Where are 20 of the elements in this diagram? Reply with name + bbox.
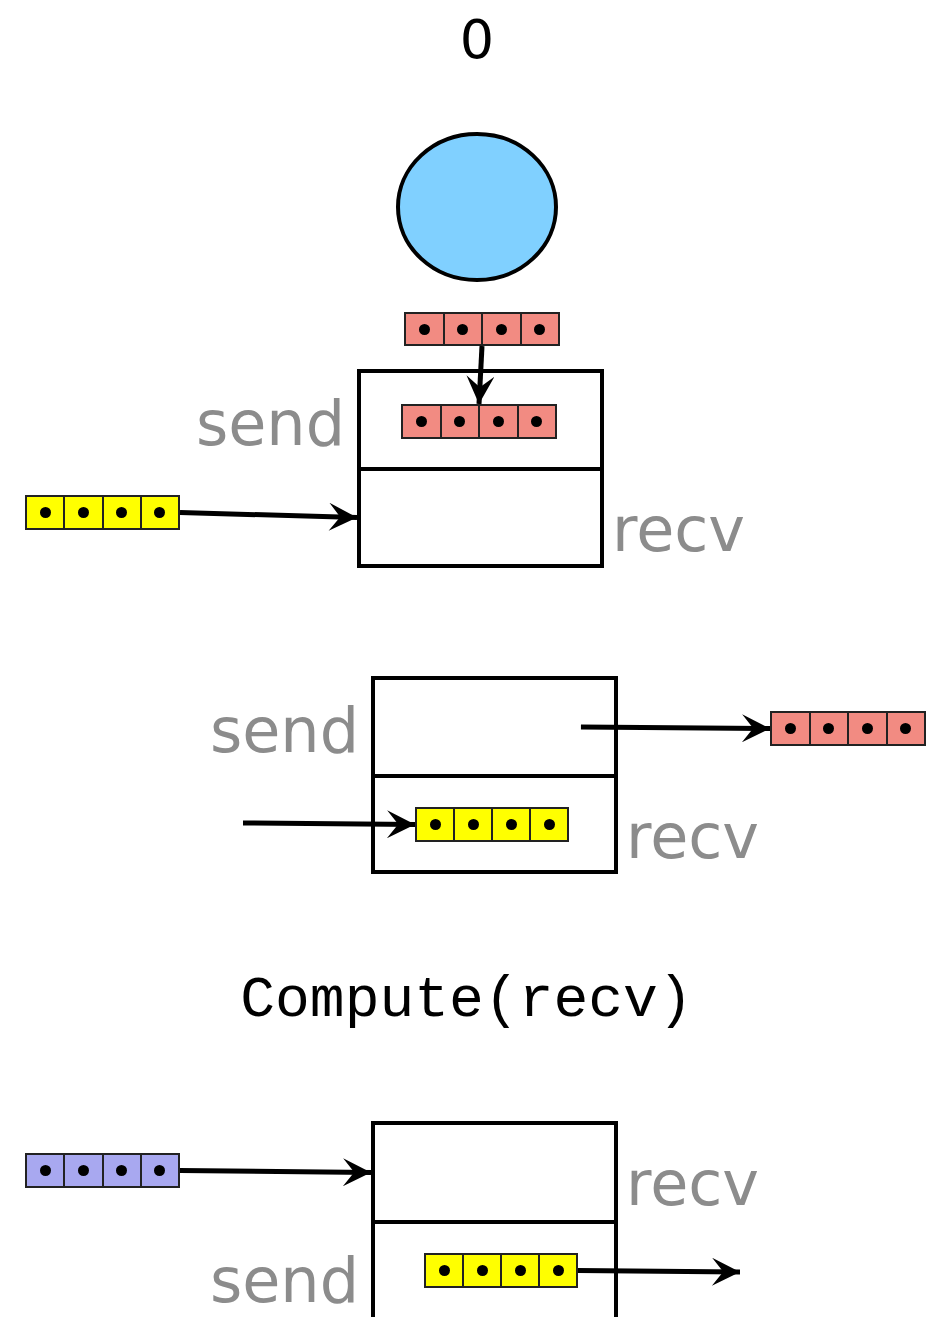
data-array	[770, 711, 926, 746]
section-label: send	[209, 700, 359, 762]
section-label: recv	[626, 1153, 760, 1215]
section-label: recv	[612, 499, 746, 561]
arrow	[179, 502, 358, 531]
arrow	[179, 1158, 372, 1187]
section-label: send	[195, 393, 345, 455]
code-text: Compute(recv)	[239, 968, 694, 1034]
data-array	[401, 404, 557, 439]
data-array	[25, 495, 180, 530]
data-array	[415, 807, 569, 842]
data-array	[404, 312, 560, 346]
section-label: recv	[626, 806, 760, 868]
data-array	[424, 1253, 578, 1288]
arrow	[242, 810, 416, 839]
process-rank: 0	[458, 10, 496, 70]
arrow	[577, 1257, 741, 1286]
arrow	[580, 714, 770, 743]
data-array	[25, 1153, 180, 1188]
section-label: send	[209, 1250, 359, 1312]
